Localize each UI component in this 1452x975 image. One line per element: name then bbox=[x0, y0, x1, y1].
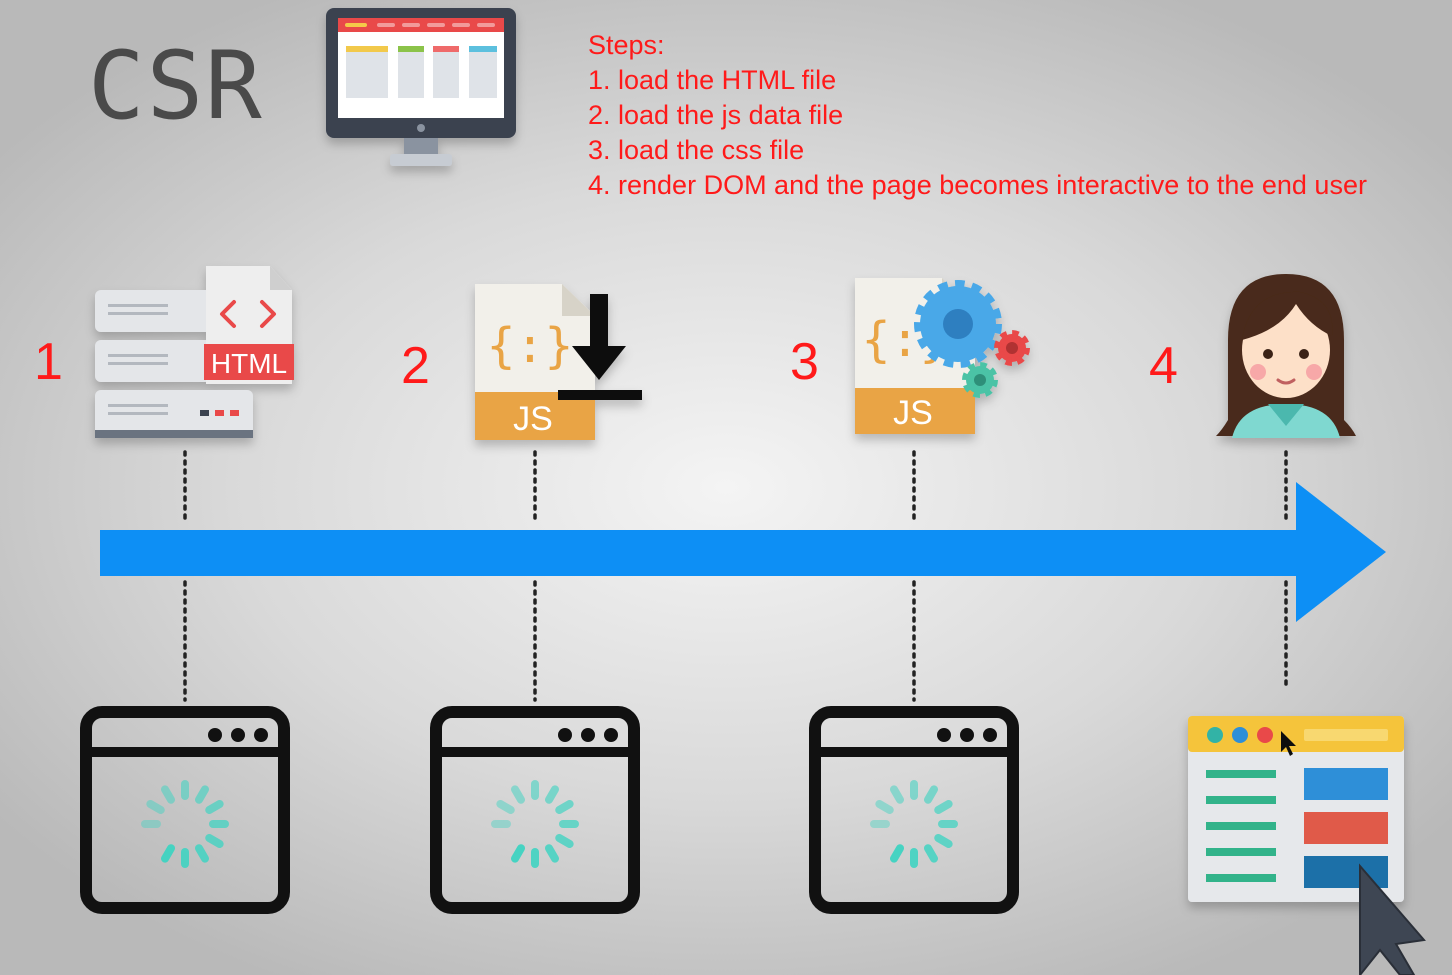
spinner-dash bbox=[555, 800, 574, 814]
steps-heading: Steps: bbox=[588, 30, 665, 60]
spinner-dash bbox=[545, 785, 559, 804]
spinner-dash bbox=[934, 800, 953, 814]
page-title: CSR bbox=[88, 32, 264, 141]
step-item-2: 2. load the js data file bbox=[588, 100, 844, 130]
spinner-dash bbox=[161, 844, 175, 863]
gear-icon bbox=[962, 362, 998, 398]
large-cursor-icon bbox=[1359, 863, 1426, 975]
spinner-dash bbox=[924, 844, 938, 863]
loading-window-2 bbox=[430, 706, 640, 914]
spinner-dash bbox=[195, 785, 209, 804]
monitor-icon bbox=[326, 8, 516, 166]
spinner-dash bbox=[545, 844, 559, 863]
dotted-connectors bbox=[183, 450, 1288, 702]
timeline-arrow bbox=[100, 482, 1386, 622]
loading-window-1 bbox=[80, 706, 290, 914]
stage-number-1: 1 bbox=[34, 333, 63, 391]
spinner-dash bbox=[496, 800, 515, 814]
stage-number-3: 3 bbox=[790, 333, 819, 391]
spinner-dash bbox=[875, 800, 894, 814]
stage-number-4: 4 bbox=[1149, 337, 1178, 395]
loading-spinner-icon bbox=[141, 780, 229, 868]
spinner-dash bbox=[924, 785, 938, 804]
spinner-dash bbox=[195, 844, 209, 863]
spinner-dash bbox=[934, 834, 953, 848]
js-gears-icon: {:} JS bbox=[855, 278, 1030, 434]
step-item-4: 4. render DOM and the page becomes inter… bbox=[588, 170, 1367, 200]
server-html-icon: HTML bbox=[95, 266, 294, 438]
js-file-label-2: JS bbox=[893, 394, 933, 432]
step-item-3: 3. load the css file bbox=[588, 135, 805, 165]
step-item-1: 1. load the HTML file bbox=[588, 65, 837, 95]
js-download-icon: {:} JS bbox=[475, 284, 642, 440]
steps-list: Steps: 1. load the HTML file 2. load the… bbox=[588, 28, 1367, 203]
spinner-dash bbox=[511, 844, 525, 863]
js-file-label-1: JS bbox=[513, 400, 553, 438]
spinner-dash bbox=[205, 800, 224, 814]
spinner-dash bbox=[146, 800, 165, 814]
gear-icon bbox=[914, 280, 1002, 368]
html-file-label: HTML bbox=[211, 348, 287, 379]
spinner-dash bbox=[890, 785, 904, 804]
spinner-dash bbox=[555, 834, 574, 848]
spinner-dash bbox=[205, 834, 224, 848]
spinner-dash bbox=[161, 785, 175, 804]
rendered-page-window bbox=[1188, 716, 1404, 902]
loading-spinner-icon bbox=[870, 780, 958, 868]
gear-icon bbox=[994, 330, 1030, 366]
spinner-dash bbox=[511, 785, 525, 804]
spinner-dash bbox=[890, 844, 904, 863]
loading-window-3 bbox=[809, 706, 1019, 914]
loading-spinner-icon bbox=[491, 780, 579, 868]
braces-glyph: {:} bbox=[487, 318, 574, 374]
stage-number-2: 2 bbox=[401, 337, 430, 395]
user-avatar-icon bbox=[1216, 274, 1356, 438]
cursor-icon bbox=[1281, 731, 1296, 756]
